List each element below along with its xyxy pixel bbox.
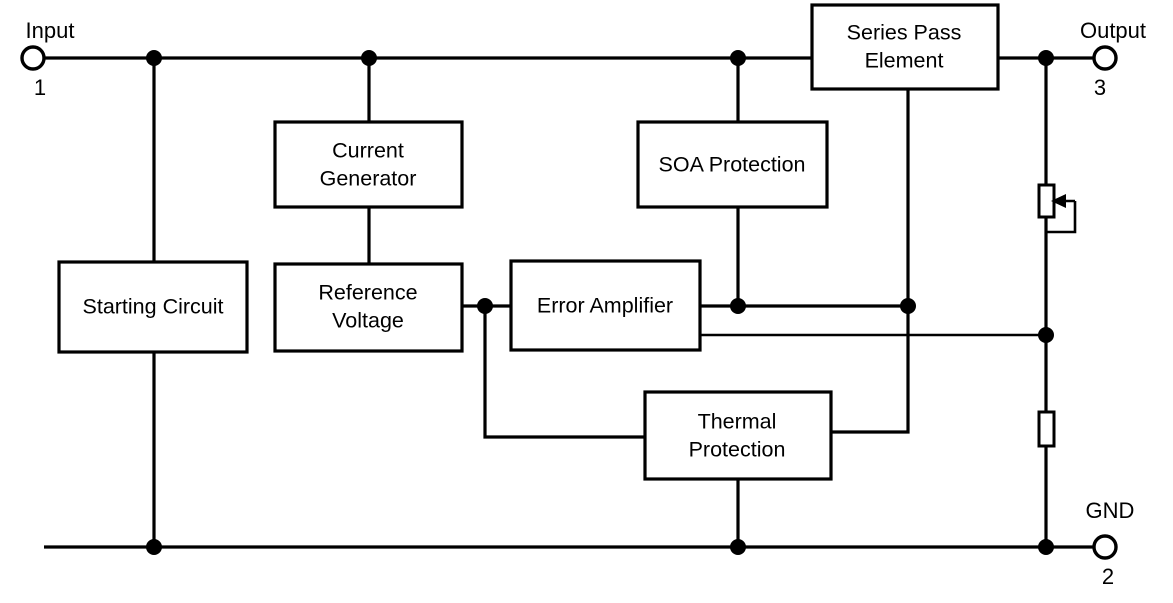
series-pass-element-rect[interactable] [810,3,1000,91]
block-reference-voltage[interactable]: Reference Voltage [273,262,464,353]
junction-dot-layer [146,50,1054,555]
series-pass-element-label-line1: Series Pass [847,21,962,45]
terminal-ground[interactable]: GND 2 [1086,498,1135,589]
soa-protection-label: SOA Protection [659,153,806,177]
block-soa-protection[interactable]: SOA Protection [636,120,829,209]
junction-dot-ground-thermal [730,539,746,555]
output-terminal-label: Output [1080,18,1146,43]
block-series-pass-element[interactable]: Series Pass Element [810,3,1000,91]
starting-circuit-label: Starting Circuit [83,295,224,319]
wire-series-pass-drive [831,89,910,434]
junction-dot-soa-control [730,298,746,314]
junction-dot-ground-starting [146,539,162,555]
terminal-layer: Input 1 Output 3 GND 2 [20,18,1146,589]
current-generator-label-line2: Generator [320,167,417,191]
input-terminal-label: Input [26,18,75,43]
junction-dot-reference-branch [477,298,493,314]
wire-potentiometer-wiper-return [1046,201,1077,234]
block-layer: Starting Circuit Current Generator Refer… [57,3,1000,481]
junction-dot-input-starting [146,50,162,66]
thermal-protection-rect[interactable] [643,390,833,481]
block-starting-circuit[interactable]: Starting Circuit [57,260,249,354]
block-error-amplifier[interactable]: Error Amplifier [509,259,702,352]
component-layer [1037,183,1075,448]
thermal-protection-label-line2: Protection [689,438,786,462]
ground-terminal-label: GND [1086,498,1135,523]
ground-terminal-pin-number: 2 [1102,564,1114,589]
input-terminal-icon[interactable] [20,45,46,71]
potentiometer-wiper-arrow-icon [1051,194,1066,208]
reference-voltage-label-line1: Reference [318,281,417,305]
block-current-generator[interactable]: Current Generator [273,120,464,209]
output-terminal-icon[interactable] [1092,45,1118,71]
junction-dot-input-current-gen [361,50,377,66]
junction-dot-input-soa [730,50,746,66]
terminal-input[interactable]: Input 1 [20,18,75,100]
input-terminal-pin-number: 1 [34,75,46,100]
error-amplifier-rect[interactable] [509,259,702,352]
junction-dot-output-node [1038,50,1054,66]
wire-reference-to-thermal-protection [483,306,645,439]
error-amplifier-label: Error Amplifier [537,294,673,318]
soa-protection-rect[interactable] [636,120,829,209]
junction-dot-feedback-tap [1038,327,1054,343]
terminal-output[interactable]: Output 3 [1080,18,1146,100]
starting-circuit-rect[interactable] [57,260,249,354]
fixed-resistor-body [1037,410,1056,448]
series-pass-element-label-line2: Element [865,49,944,73]
block-thermal-protection[interactable]: Thermal Protection [643,390,833,481]
ground-terminal-icon[interactable] [1092,534,1118,560]
output-terminal-pin-number: 3 [1094,75,1106,100]
reference-voltage-rect[interactable] [273,262,464,353]
thermal-protection-label-line1: Thermal [698,410,777,434]
reference-voltage-label-line2: Voltage [332,309,404,333]
junction-dot-ground-divider [1038,539,1054,555]
junction-dot-series-pass-drive [900,298,916,314]
current-generator-rect[interactable] [273,120,464,209]
current-generator-label-line1: Current [332,139,404,163]
